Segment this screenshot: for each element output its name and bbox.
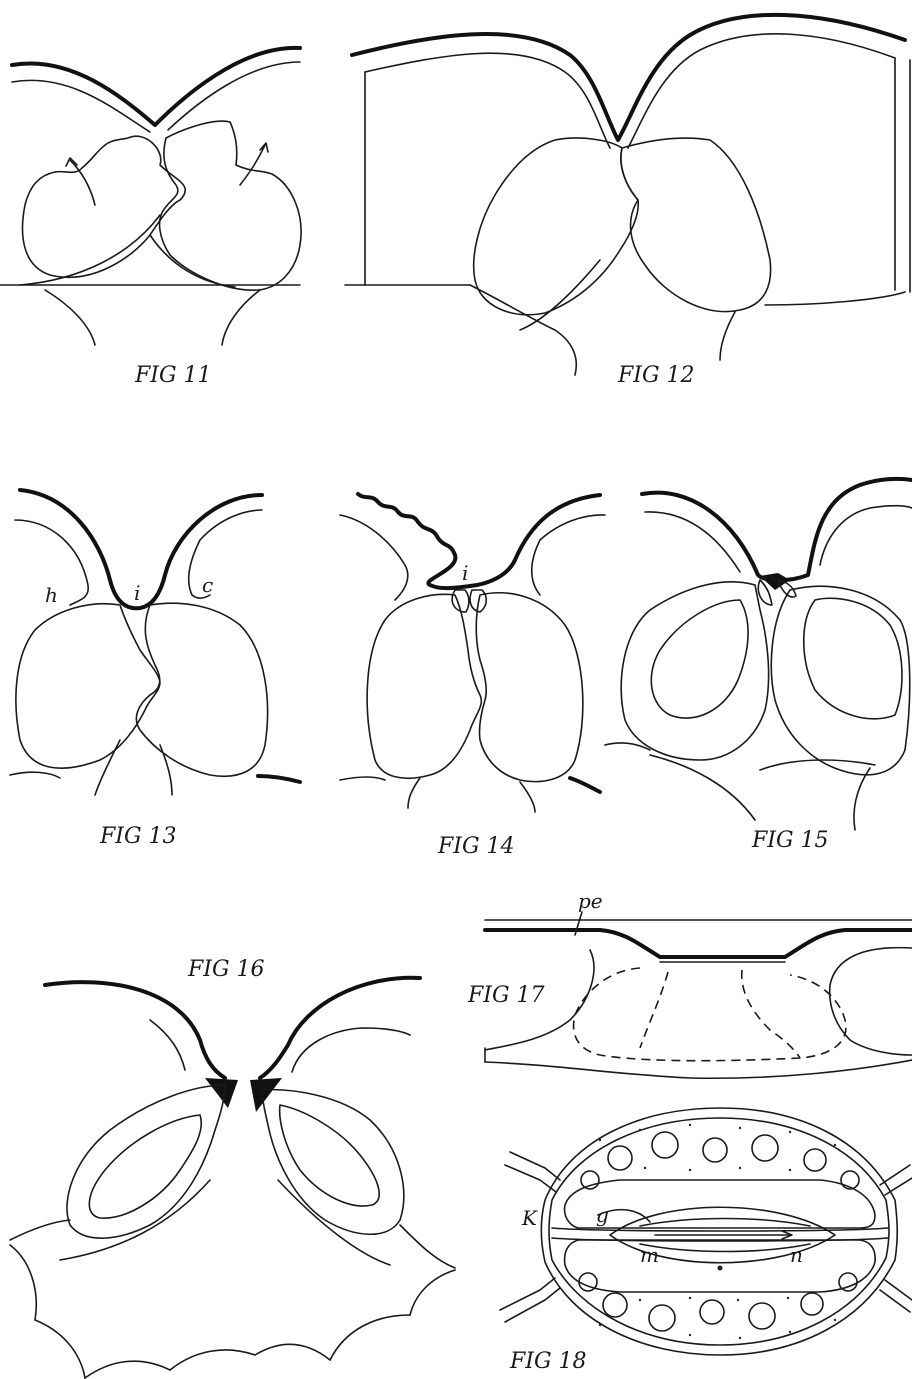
figure-13-label-c: c: [202, 573, 213, 597]
figure-15-drawing: [605, 479, 912, 830]
figure-18-drawing: [500, 1108, 912, 1355]
figure-13-caption: FIG 13: [99, 824, 177, 849]
figure-16-drawing: [10, 978, 455, 1378]
figure-18-caption: FIG 18: [509, 1349, 587, 1374]
figure-12-caption: FIG 12: [617, 363, 695, 388]
figure-11-caption: FIG 11: [134, 363, 212, 388]
figure-17-label-pe: pe: [578, 889, 603, 913]
figure-18-label-m: m: [640, 1243, 659, 1267]
figure-13-label-i: i: [134, 581, 140, 605]
figure-18-label-g: g: [596, 1203, 609, 1227]
figure-14-label-i: i: [462, 561, 468, 585]
figure-14-drawing: [340, 494, 605, 812]
figure-14-caption: FIG 14: [437, 834, 515, 859]
figure-17-caption: FIG 17: [467, 983, 545, 1008]
figure-11-drawing: [0, 48, 301, 345]
figure-18-label-K: K: [521, 1206, 538, 1230]
figure-15-caption: FIG 15: [751, 828, 829, 853]
figure-18-label-n: n: [790, 1243, 803, 1267]
figure-16-caption: FIG 16: [187, 957, 265, 982]
figure-13-drawing: [10, 490, 300, 795]
figure-12-drawing: [345, 15, 910, 375]
figure-17-drawing: [485, 920, 912, 1078]
figure-13-label-h: h: [45, 583, 58, 607]
